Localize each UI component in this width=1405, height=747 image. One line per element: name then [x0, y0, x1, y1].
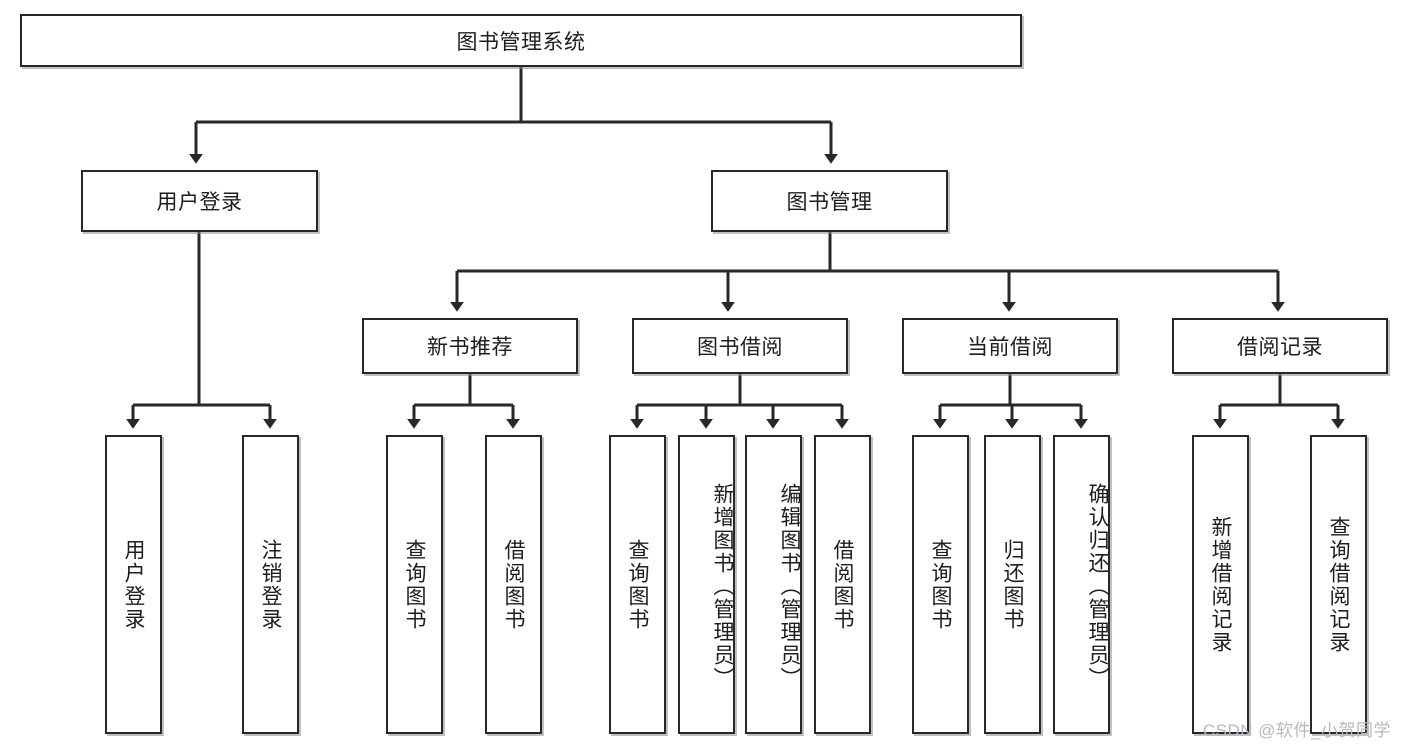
node-label-leaf-borrow-books-recommend: 借阅图书 — [502, 538, 525, 631]
node-leaf-confirm-return-admin[interactable]: 确认归还（管理员） — [1053, 435, 1110, 734]
node-book-borrow[interactable]: 图书借阅 — [632, 318, 848, 374]
node-user-login[interactable]: 用户登录 — [81, 170, 318, 232]
node-label-leaf-logout: 注销登录 — [259, 538, 282, 631]
node-label-leaf-user-login: 用户登录 — [122, 538, 145, 631]
node-leaf-borrow-books-recommend[interactable]: 借阅图书 — [485, 435, 542, 734]
node-label-leaf-query-books-borrow: 查询图书 — [626, 538, 649, 631]
node-root[interactable]: 图书管理系统 — [20, 14, 1022, 67]
node-leaf-query-borrow-record[interactable]: 查询借阅记录 — [1310, 435, 1367, 734]
node-current-borrow[interactable]: 当前借阅 — [902, 318, 1118, 374]
node-leaf-edit-book-admin[interactable]: 编辑图书（管理员） — [745, 435, 802, 734]
node-leaf-query-books-current[interactable]: 查询图书 — [912, 435, 969, 734]
node-label-user-login: 用户登录 — [156, 191, 243, 214]
node-leaf-add-borrow-record[interactable]: 新增借阅记录 — [1192, 435, 1249, 734]
node-label-current-borrow: 当前借阅 — [967, 336, 1053, 359]
node-leaf-logout[interactable]: 注销登录 — [242, 435, 299, 734]
node-new-book-recommend[interactable]: 新书推荐 — [362, 318, 578, 374]
node-leaf-query-books-borrow[interactable]: 查询图书 — [609, 435, 666, 734]
node-label-root: 图书管理系统 — [456, 30, 586, 54]
node-borrow-record[interactable]: 借阅记录 — [1172, 318, 1388, 374]
node-label-book-borrow: 图书借阅 — [697, 336, 783, 359]
node-book-management[interactable]: 图书管理 — [711, 170, 948, 232]
node-label-borrow-record: 借阅记录 — [1237, 336, 1323, 359]
node-leaf-return-books[interactable]: 归还图书 — [984, 435, 1041, 734]
node-leaf-borrow-books-borrow[interactable]: 借阅图书 — [814, 435, 871, 734]
node-label-leaf-edit-book-admin: 编辑图书（管理员） — [778, 483, 801, 690]
watermark-label: CSDN @软件_小贺同学 — [1202, 721, 1391, 740]
node-leaf-add-book-admin[interactable]: 新增图书（管理员） — [678, 435, 735, 734]
node-label-leaf-query-books-current: 查询图书 — [929, 538, 952, 631]
node-label-leaf-add-borrow-record: 新增借阅记录 — [1209, 515, 1232, 654]
node-label-leaf-borrow-books-borrow: 借阅图书 — [831, 538, 854, 631]
node-label-leaf-confirm-return-admin: 确认归还（管理员） — [1086, 483, 1109, 690]
node-label-leaf-query-books-recommend: 查询图书 — [403, 538, 426, 631]
node-label-new-book-recommend: 新书推荐 — [427, 336, 513, 359]
node-label-leaf-add-book-admin: 新增图书（管理员） — [711, 483, 734, 690]
node-label-book-management: 图书管理 — [786, 191, 873, 214]
node-label-leaf-query-borrow-record: 查询借阅记录 — [1327, 515, 1350, 654]
node-label-leaf-return-books: 归还图书 — [1001, 538, 1024, 631]
node-leaf-user-login[interactable]: 用户登录 — [105, 435, 162, 734]
node-leaf-query-books-recommend[interactable]: 查询图书 — [386, 435, 443, 734]
